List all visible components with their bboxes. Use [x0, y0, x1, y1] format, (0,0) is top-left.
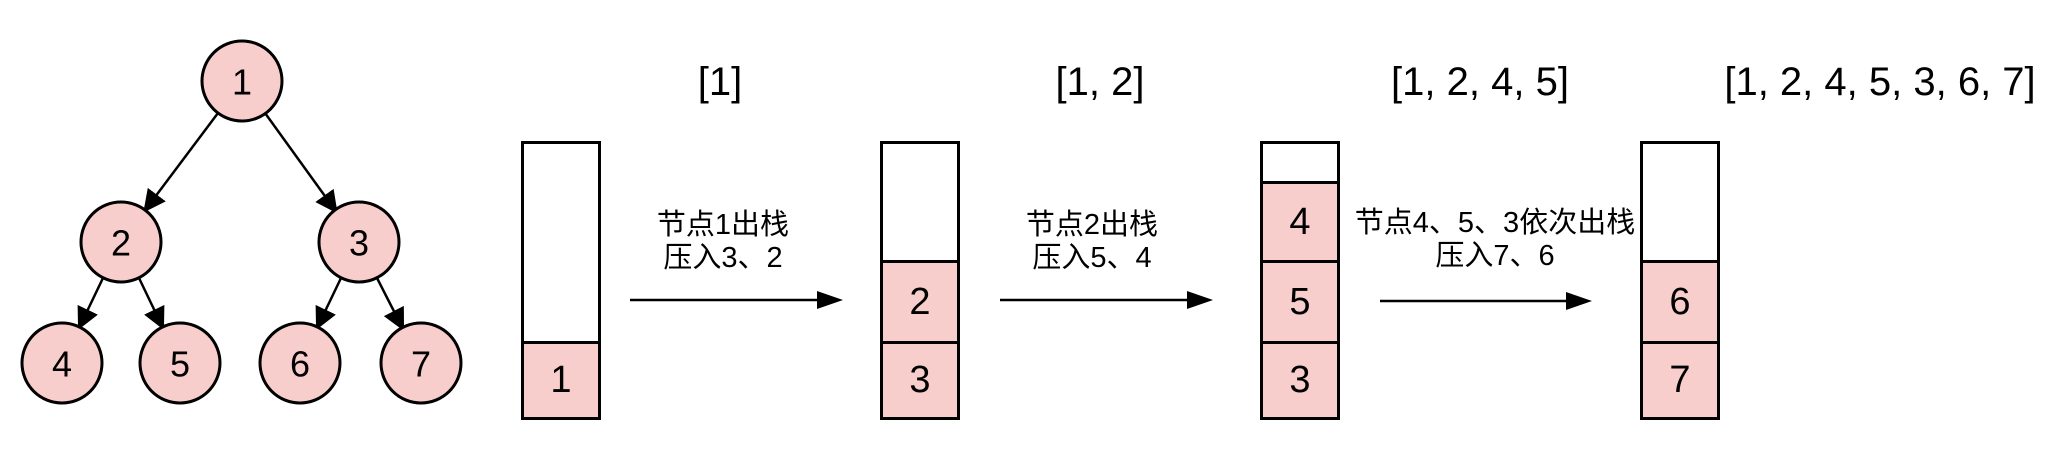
stack-cell-7: 7: [1643, 341, 1717, 417]
stack-cell-value: 3: [1289, 359, 1311, 401]
stack-cell-3: 3: [883, 341, 957, 417]
tree-node-4: 4: [20, 321, 104, 405]
stack-cell-value: 3: [909, 359, 931, 401]
stack-state-3: 4 5 3: [1260, 141, 1340, 420]
stack-state-2: 2 3: [880, 141, 960, 420]
transition-label-line1: 节点2出栈: [1025, 209, 1159, 241]
stack-cell-2: 2: [883, 260, 957, 341]
tree-node-5: 5: [138, 321, 222, 405]
tree-edge-1-3: [263, 112, 338, 214]
tree-edge-3-7: [375, 277, 405, 332]
tree-node-label: 4: [52, 344, 72, 385]
stack-cell-3b: 3: [1263, 341, 1337, 417]
transition-arrow-3: [1380, 292, 1592, 310]
tree-node-label: 6: [290, 344, 310, 385]
tree-edge-1-2: [143, 112, 219, 213]
tree-node-7: 7: [379, 321, 463, 405]
result-label-4: [1, 2, 4, 5, 3, 6, 7]: [1724, 60, 2036, 104]
stack-state-1: 1: [521, 141, 601, 420]
stack-cell-value: 6: [1669, 280, 1691, 323]
transition-arrow-1: [630, 291, 843, 309]
transition-arrow-2: [1000, 291, 1213, 309]
stack-state-4: 6 7: [1640, 141, 1720, 420]
transition-label-3: 节点4、5、3依次出栈 压入7、6: [1355, 207, 1635, 273]
stack-cell-1: 1: [524, 341, 598, 417]
stack-cell-6: 6: [1643, 260, 1717, 341]
tree-node-label: 3: [349, 223, 369, 264]
stack-cell-4: 4: [1263, 181, 1337, 260]
transition-label-1: 节点1出栈 压入3、2: [657, 209, 789, 275]
tree-node-label: 5: [170, 344, 190, 385]
tree-edge-2-5: [137, 277, 165, 331]
tree-node-label: 2: [111, 223, 131, 264]
stack-cell-value: 5: [1289, 280, 1311, 323]
stack-cell-value: 2: [909, 280, 931, 323]
result-label-3: [1, 2, 4, 5]: [1391, 60, 1569, 104]
tree-node-label: 7: [411, 344, 431, 385]
stack-cell-value: 4: [1289, 200, 1311, 243]
transition-label-line2: 压入5、4: [1032, 242, 1152, 274]
transition-label-line2: 压入3、2: [663, 242, 783, 274]
result-label-2: [1, 2]: [1055, 60, 1145, 104]
stack-cell-value: 7: [1669, 359, 1691, 401]
transition-label-line1: 节点1出栈: [656, 209, 790, 241]
transition-label-2: 节点2出栈 压入5、4: [1026, 209, 1158, 275]
transition-label-line2: 压入7、6: [1435, 240, 1555, 272]
binary-tree: 1 2 3 4 5 6 7: [20, 39, 463, 405]
stack-cell-value: 1: [550, 359, 572, 401]
result-label-1: [1]: [697, 60, 743, 104]
transition-label-line1: 节点4、5、3依次出栈: [1354, 207, 1636, 239]
tree-node-2: 2: [79, 200, 163, 284]
tree-node-3: 3: [317, 200, 401, 284]
stack-cell-5: 5: [1263, 260, 1337, 341]
tree-node-6: 6: [258, 321, 342, 405]
tree-node-1: 1: [200, 39, 284, 123]
tree-edge-2-4: [77, 277, 105, 331]
tree-node-label: 1: [232, 62, 252, 103]
tree-edge-3-6: [315, 277, 343, 331]
